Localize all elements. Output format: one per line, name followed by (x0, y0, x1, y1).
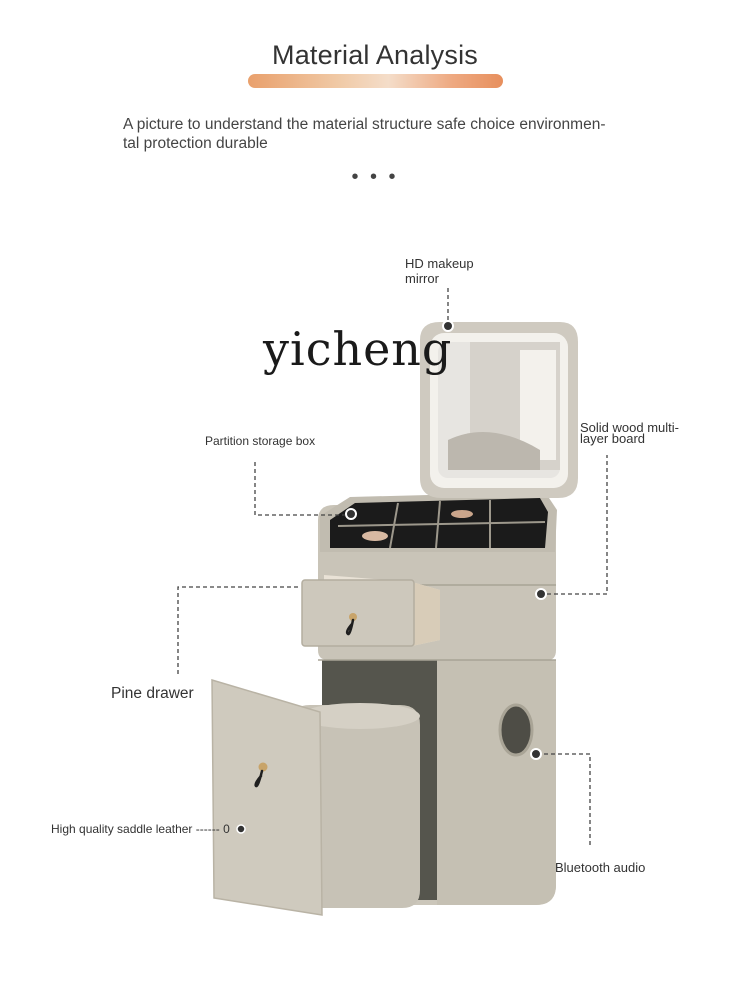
callout-saddle-leather: High quality saddle leather ------ 0 (51, 822, 230, 836)
subtitle-line-2: tal protection durable (123, 135, 268, 152)
callout-hd-mirror-line-1: HD makeup (405, 256, 474, 271)
subtitle: A picture to understand the material str… (123, 115, 633, 153)
partition-storage-box (320, 492, 557, 552)
stool (211, 678, 420, 916)
brand-watermark: yicheng (263, 322, 453, 376)
callout-partition-box: Partition storage box (205, 434, 316, 448)
callout-bluetooth-audio: Bluetooth audio (555, 860, 646, 875)
page-title: Material Analysis (272, 40, 478, 70)
title-underline-bar (248, 74, 503, 88)
callout-hd-mirror: HD makeup mirror (405, 256, 474, 286)
pine-drawer (301, 575, 440, 647)
callout-dots (236, 320, 547, 834)
subtitle-line-1: A picture to understand the material str… (123, 116, 606, 133)
callout-board-line-1: Solid wood multi- (580, 420, 679, 435)
callout-solid-wood-board: Solid wood multi- layer board (580, 420, 679, 446)
makeup-mirror (420, 322, 578, 498)
ellipsis-dots: • • • (351, 166, 399, 188)
callout-hd-mirror-line-2: mirror (405, 271, 439, 286)
callout-pine-drawer: Pine drawer (111, 685, 194, 702)
callout-lines (177, 288, 608, 846)
callout-board-line-2: layer board (580, 431, 646, 446)
